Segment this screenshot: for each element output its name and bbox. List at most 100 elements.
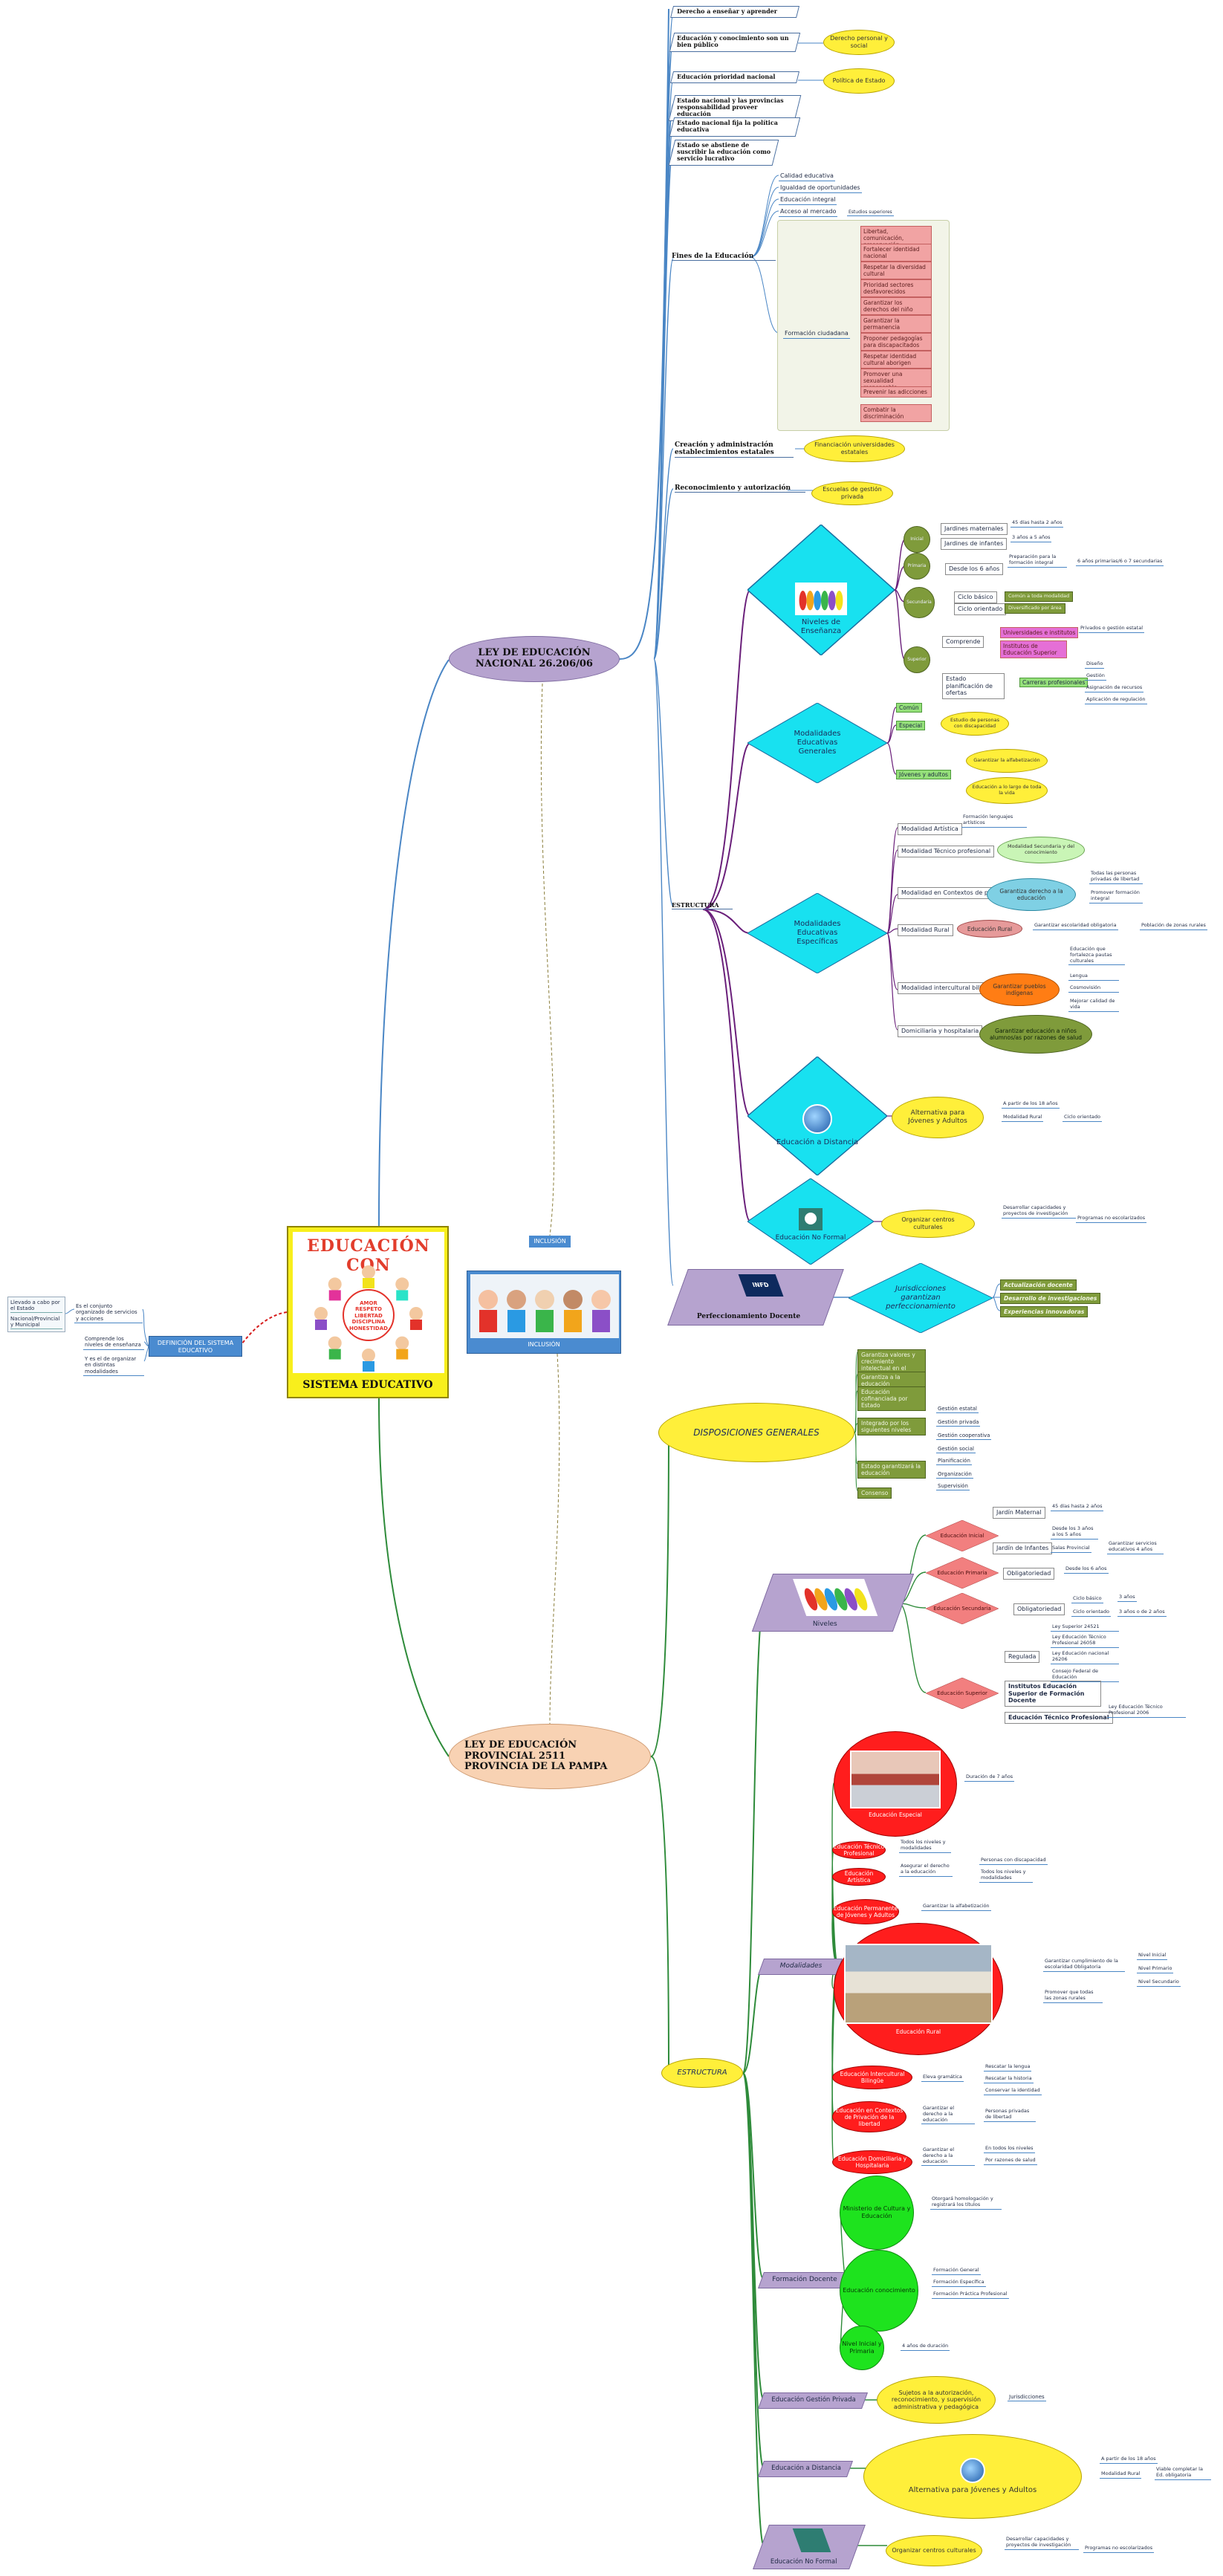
- right-item-label: Educación prioridad nacional: [677, 73, 776, 80]
- artistica-note-1: Asegurar el derecho a la educación: [899, 1863, 953, 1877]
- disp-item-6: Consenso: [857, 1487, 892, 1499]
- fines-acceso-note: Estudios superiores: [847, 210, 894, 217]
- nof-photo: [799, 1208, 823, 1230]
- creacion-cloud: Financiación universidades estatales: [804, 435, 905, 462]
- prov-nof-note-2: Programas no escolarizados: [1083, 2545, 1155, 2553]
- nivel-circle-secundaria[interactable]: Secundaria: [904, 587, 935, 618]
- disp-sub-1: Gestión estatal: [936, 1406, 979, 1414]
- formacion-green-2[interactable]: Educación conocimiento: [840, 2250, 918, 2332]
- inicial-infantes-note: 3 años a 5 años: [1010, 534, 1052, 542]
- prov-nivel-1[interactable]: Educación Inicial: [926, 1520, 999, 1551]
- especifica-item-4: Modalidad Rural: [898, 924, 953, 936]
- modalidad-red-3[interactable]: Educación Permanente de Jóvenes y Adulto…: [832, 1899, 899, 1924]
- formacion-green-1[interactable]: Ministerio de Cultura y Educación: [840, 2176, 914, 2250]
- rural-note-2: Población de zonas rurales: [1140, 922, 1207, 930]
- disp-item-4: Integrado por los siguientes niveles: [857, 1418, 926, 1435]
- right-item-2[interactable]: Educación y conocimiento son un bien púb…: [669, 33, 801, 52]
- root-node[interactable]: EDUCACIÓN CON AMOR RESPETO LIBERTAD DISC…: [287, 1226, 449, 1398]
- modalidad-red-2[interactable]: Educación Artística: [832, 1868, 886, 1886]
- inclusion-label-top[interactable]: INCLUSIÓN: [529, 1236, 571, 1248]
- disposiciones-node[interactable]: DISPOSICIONES GENERALES: [658, 1403, 854, 1462]
- def-item-1: Es el conjunto organizado de servicios y…: [74, 1303, 143, 1324]
- definition-node[interactable]: DEFINICIÓN DEL SISTEMA EDUCATIVO: [149, 1336, 242, 1357]
- inicial-maternal-note: 45 días hasta 2 años: [1010, 519, 1064, 528]
- provincial-law-title: LEY DE EDUCACIÓN PROVINCIAL 2511 PROVINC…: [464, 1739, 608, 1773]
- prov-niveles-node[interactable]: Niveles: [751, 1574, 915, 1632]
- bilingue-sub-3: Conservar la identidad: [984, 2087, 1042, 2095]
- right-item-1[interactable]: Derecho a enseñar y aprender: [669, 6, 800, 19]
- inclusion-node[interactable]: INCLUSIÓN: [467, 1271, 621, 1354]
- prov-nof-node[interactable]: Educación No Formal: [753, 2525, 866, 2569]
- modalidad-red-7[interactable]: Educación Domiciliaria y Hospitalaria: [832, 2150, 912, 2174]
- modalidad-red-1[interactable]: Educación Técnico Profesional: [832, 1841, 886, 1859]
- prov-nof-photo: [792, 2528, 831, 2552]
- root-image: EDUCACIÓN CON AMOR RESPETO LIBERTAD DISC…: [293, 1232, 444, 1373]
- bilingue-sub-1: Rescatar la lengua: [984, 2063, 1032, 2071]
- nivel-circle-superior[interactable]: Superior: [904, 646, 930, 673]
- prov-nivel-label: Educación Primaria: [937, 1569, 987, 1576]
- prov-sec-orientado: Ciclo orientado: [1071, 1609, 1111, 1617]
- modalidades-especificas-label: Modalidades Educativas Específicas: [794, 920, 841, 946]
- provincial-law-node[interactable]: LEY DE EDUCACIÓN PROVINCIAL 2511 PROVINC…: [449, 1724, 651, 1789]
- right-item-label: Derecho a enseñar y aprender: [677, 7, 777, 15]
- especifica-item-2: Modalidad Técnico profesional: [898, 846, 995, 857]
- especial-photo-node[interactable]: Educación Especial: [834, 1731, 957, 1837]
- prov-distancia-node[interactable]: Educación a Distancia: [757, 2461, 854, 2477]
- def-item-3: Y es el de organizar en distintas modali…: [83, 1356, 144, 1377]
- fines-pink-2: Fortalecer identidad nacional: [860, 244, 932, 262]
- fines-node[interactable]: Fines de la Educación: [672, 253, 776, 262]
- prov-formacion-node[interactable]: Formación Docente: [757, 2272, 851, 2288]
- fines-pink-7: Proponer pedagogías para discapacitados: [860, 333, 932, 351]
- nof-national-node[interactable]: Educación No Formal: [747, 1178, 874, 1265]
- right-item-3[interactable]: Educación prioridad nacional: [669, 71, 800, 84]
- primaria-a: Preparación para la formación integral: [1008, 554, 1067, 568]
- nof-national-label: Educación No Formal: [775, 1234, 846, 1242]
- generales-jov-cloud-2: Educación a lo largo de toda la vida: [966, 777, 1048, 804]
- formacion-green-3[interactable]: Nivel Inicial y Primaria: [840, 2326, 884, 2370]
- prov-secundaria-oblig: Obligatoriedad: [1013, 1603, 1065, 1615]
- generales-especial: Especial: [896, 721, 925, 730]
- prov-modalidades-node[interactable]: Modalidades: [757, 1959, 843, 1975]
- estructura-national[interactable]: ESTRUCTURA: [672, 901, 733, 910]
- reconocimiento-node[interactable]: Reconocimiento y autorización: [675, 484, 806, 493]
- modalidad-red-6[interactable]: Educación en Contextos de Privación de l…: [832, 2101, 906, 2132]
- estructura-provincial-node[interactable]: ESTRUCTURA: [661, 2058, 743, 2088]
- far-left-note-2: Nacional/Provincial y Municipal: [10, 1316, 62, 1329]
- prov-distancia-note-1: A partir de los 18 años: [1100, 2456, 1158, 2464]
- rural-note-2: Promover que todas las zonas rurales: [1043, 1989, 1103, 2003]
- superior-carreras-note-1: Diseño: [1085, 661, 1105, 669]
- prov-sup-regulada: Regulada: [1005, 1651, 1040, 1663]
- prov-nivel-2[interactable]: Educación Primaria: [926, 1557, 999, 1589]
- modalidad-red-5[interactable]: Educación Intercultural Bilingüe: [832, 2066, 912, 2089]
- domi-prov-sub-1: En todos los niveles: [984, 2145, 1035, 2153]
- right-item-label: Estado nacional y las provincias respons…: [677, 97, 784, 118]
- rural-level-2: Nivel Primario: [1137, 1965, 1174, 1973]
- prov-nivel-3[interactable]: Educación Secundaria: [926, 1593, 999, 1624]
- secundaria-orientado-tag: Diversificado por área: [1005, 603, 1065, 614]
- nivel-circle-primaria[interactable]: Primaria: [904, 553, 930, 580]
- perfeccionamiento-node[interactable]: INFD Perfeccionamiento Docente: [667, 1269, 844, 1326]
- inicial-maternal: Jardines maternales: [941, 523, 1008, 535]
- niveles-image: [795, 583, 847, 615]
- prov-privada-node[interactable]: Educación Gestión Privada: [757, 2392, 869, 2409]
- rural-note: Garantizar escolaridad obligatoria: [1033, 922, 1118, 930]
- national-law-node[interactable]: LEY DE EDUCACIÓN NACIONAL 26.206/06: [449, 636, 620, 682]
- niveles-ensenanza-node[interactable]: Niveles de Enseñanza: [747, 525, 895, 655]
- generales-comun: Común: [896, 703, 922, 713]
- right-item-6[interactable]: Estado se abstiene de suscribir la educa…: [668, 140, 779, 166]
- prov-sec-basico-note: 3 años: [1117, 1594, 1137, 1602]
- distancia-national-note-2: Modalidad Rural: [1002, 1114, 1044, 1122]
- prov-sup-etp-note: Ley Educación Técnico Profesional 2006: [1107, 1704, 1186, 1718]
- prov-nivel-4[interactable]: Educación Superior: [926, 1678, 999, 1709]
- rural-photo-node[interactable]: Educación Rural: [834, 1923, 1003, 2055]
- especial-photo-label: Educación Especial: [869, 1811, 922, 1818]
- disp-sub-5: Planificación: [936, 1458, 972, 1466]
- modalidades-especificas-node[interactable]: Modalidades Educativas Específicas: [747, 893, 887, 973]
- distancia-national-node[interactable]: Educación a Distancia: [747, 1057, 887, 1175]
- reconocimiento-cloud: Escuelas de gestión privada: [811, 481, 893, 505]
- creacion-node[interactable]: Creación y administración establecimient…: [675, 441, 794, 458]
- right-item-5[interactable]: Estado nacional fija la política educati…: [669, 117, 801, 137]
- modalidades-generales-node[interactable]: Modalidades Educativas Generales: [747, 703, 887, 783]
- prov-nof-cloud: Organizar centros culturales: [886, 2535, 982, 2566]
- nivel-circle-inicial[interactable]: Inicial: [904, 526, 930, 553]
